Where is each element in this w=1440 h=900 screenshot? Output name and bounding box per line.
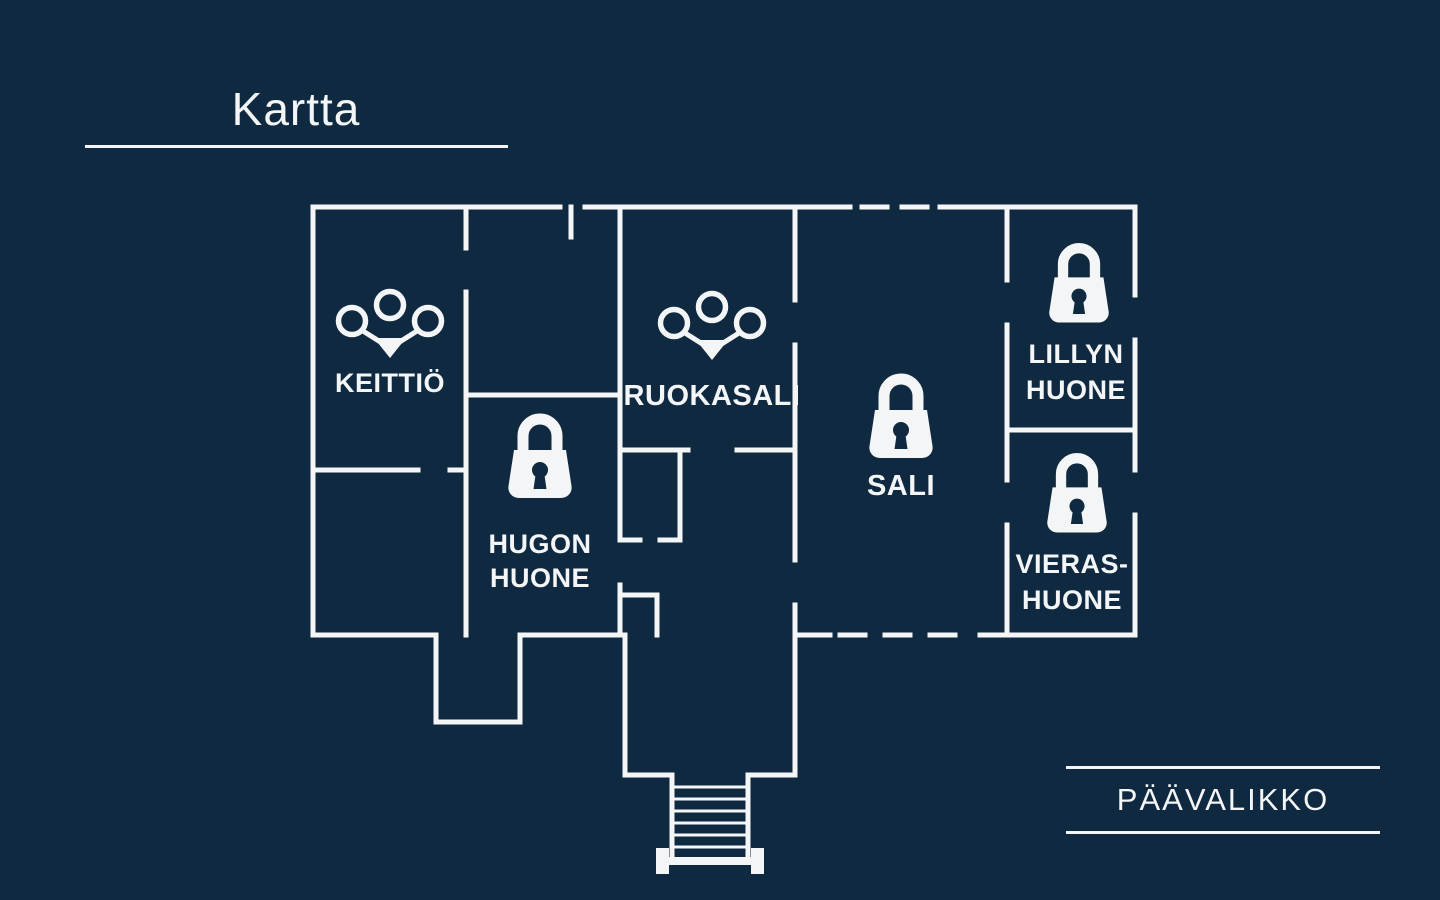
room-hotspot-ruokasali[interactable] — [620, 207, 795, 450]
menu-rule-top — [1066, 766, 1380, 769]
lock-icon — [869, 373, 933, 458]
lock-icon — [1049, 243, 1109, 323]
lock-icon — [508, 413, 572, 498]
walls — [310, 204, 1138, 858]
title-underline — [85, 145, 508, 148]
page-title: Kartta — [231, 83, 361, 135]
room-label-line: LILLYN — [1028, 339, 1124, 369]
room-label-line: HUONE — [489, 563, 590, 593]
room-label-sali: SALI — [866, 470, 936, 502]
lock-icon — [1047, 453, 1107, 533]
staircase — [656, 785, 764, 874]
doorway-dashes — [837, 204, 958, 638]
room-label-hugon-huone: HUGON HUONE — [489, 527, 592, 595]
room-label-vieras-huone: VIERAS- HUONE — [1015, 546, 1128, 618]
room-label-line: HUONE — [1021, 585, 1122, 615]
room-label-lillyn-huone: LILLYN HUONE — [1026, 336, 1126, 408]
room-label-keittio: KEITTIÖ — [335, 368, 445, 398]
room-hotspot-keittio[interactable] — [313, 207, 466, 470]
room-label-line: HUGON — [488, 529, 592, 559]
menu-rule-bottom — [1066, 831, 1380, 834]
room-label-line: HUONE — [1025, 375, 1127, 405]
characters-icon — [657, 290, 767, 360]
main-menu-button[interactable]: PÄÄVALIKKO — [1066, 760, 1380, 840]
room-label-ruokasali: RUOKASALI — [623, 380, 801, 412]
main-menu-label: PÄÄVALIKKO — [1116, 782, 1330, 817]
room-label-line: VIERAS- — [1015, 549, 1129, 579]
room-hotspot-lillyn-huone[interactable] — [1007, 207, 1135, 430]
room-hotspot-hugon-huone[interactable] — [466, 395, 620, 635]
room-hotspot-vieras-huone[interactable] — [1007, 430, 1135, 635]
room-hotspot-sali[interactable] — [795, 207, 1007, 635]
characters-icon — [335, 288, 445, 358]
